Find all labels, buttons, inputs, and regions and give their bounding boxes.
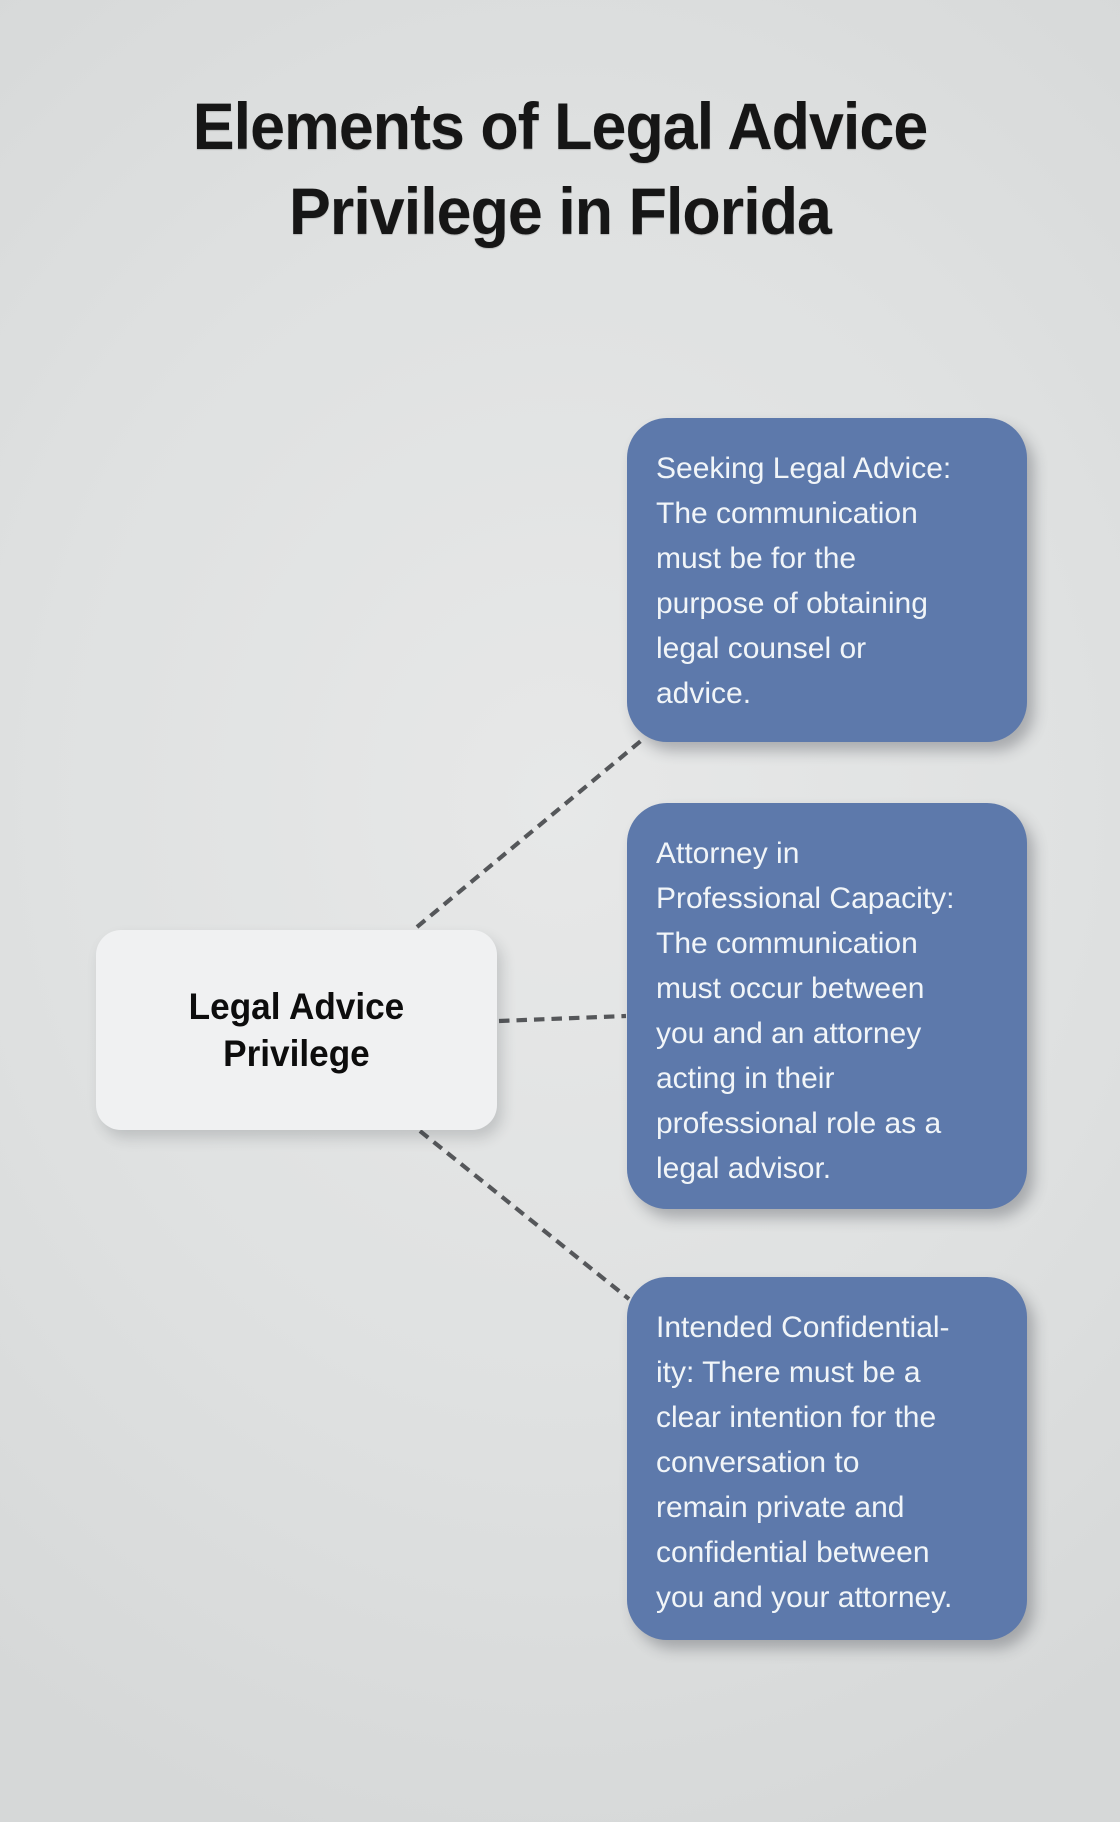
root-node-legal-advice-privilege: Legal Advice Privilege [96,930,497,1130]
node-intended-confidentiality: Intended Confidential- ity: There must b… [627,1277,1027,1640]
node-seeking-legal-advice-text: Seeking Legal Advice: The communication … [656,452,952,710]
connector-root-to-seeking-legal-advice [415,738,644,929]
root-node-label: Legal Advice Privilege [188,986,405,1074]
connector-root-to-intended-confidentiality [418,1129,631,1301]
page-title: Elements of Legal Advice Privilege in Fl… [192,89,928,248]
node-attorney-in-professional-capacity: Attorney in Professional Capacity: The c… [627,803,1027,1209]
node-seeking-legal-advice: Seeking Legal Advice: The communication … [627,418,1027,742]
node-attorney-in-professional-capacity-text: Attorney in Professional Capacity: The c… [656,837,955,1185]
connector-root-to-attorney-professional-capacity [498,1013,627,1024]
node-intended-confidentiality-text: Intended Confidential- ity: There must b… [656,1311,953,1614]
